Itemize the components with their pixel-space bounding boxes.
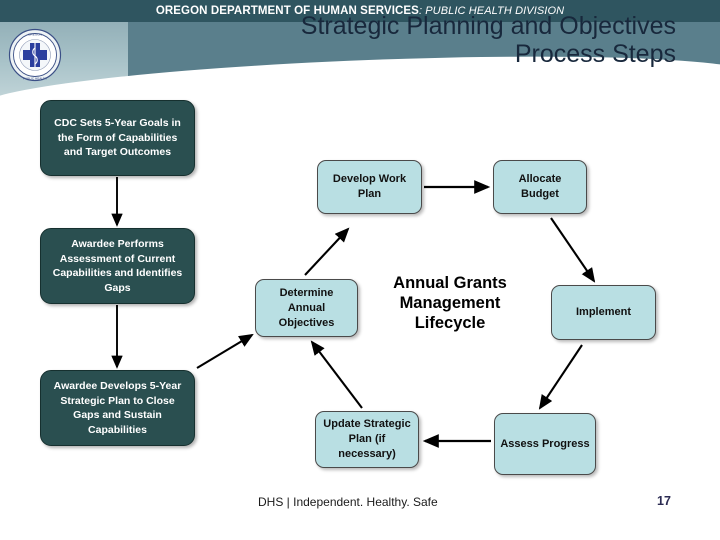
arrow-budget-to-implement bbox=[550, 217, 596, 283]
lifecycle-node-label: Develop Work Plan bbox=[332, 173, 407, 200]
arrow-update-to-objectives bbox=[310, 340, 363, 409]
lifecycle-node-implement[interactable]: Implement bbox=[551, 285, 656, 340]
process-step-awardee-assessment[interactable]: Awardee Performs Assessment of Current C… bbox=[40, 228, 195, 304]
arrow-plan-to-objectives bbox=[196, 333, 254, 369]
arrow-objectives-to-workplan bbox=[304, 227, 350, 276]
footer-tagline: DHS | Independent. Healthy. Safe bbox=[258, 495, 438, 509]
page-title: Strategic Planning and Objectives Proces… bbox=[116, 12, 676, 68]
process-step-awardee-strategic-plan[interactable]: Awardee Develops 5-Year Strategic Plan t… bbox=[40, 370, 195, 446]
lifecycle-node-label: Assess Progress bbox=[500, 437, 590, 450]
svg-text:PUBLIC HEALTH: PUBLIC HEALTH bbox=[23, 77, 47, 81]
process-step-label: Awardee Performs Assessment of Current C… bbox=[52, 238, 183, 294]
agency-division-name: : PUBLIC HEALTH DIVISION bbox=[418, 5, 565, 17]
lifecycle-center-label: Annual Grants Management Lifecycle bbox=[393, 274, 507, 332]
agency-top-bar bbox=[0, 0, 720, 22]
lifecycle-node-label: Determine Annual Objectives bbox=[278, 286, 335, 329]
process-step-cdc-goals[interactable]: CDC Sets 5-Year Goals in the Form of Cap… bbox=[40, 100, 195, 176]
process-step-label: Awardee Develops 5-Year Strategic Plan t… bbox=[53, 380, 182, 436]
lifecycle-node-update-strategic-plan[interactable]: Update Strategic Plan (if necessary) bbox=[315, 411, 419, 468]
page-title-line-2: Process Steps bbox=[514, 40, 676, 68]
process-step-label: CDC Sets 5-Year Goals in the Form of Cap… bbox=[54, 117, 181, 159]
agency-name-bold: OREGON DEPARTMENT OF HUMAN SERVICES bbox=[155, 5, 419, 17]
lifecycle-node-allocate-budget[interactable]: Allocate Budget bbox=[493, 160, 587, 214]
oregon-public-health-seal-icon: OREGON PUBLIC HEALTH bbox=[8, 28, 62, 82]
page-title-line-1: Strategic Planning and Objectives bbox=[300, 12, 676, 40]
lifecycle-node-label: Implement bbox=[575, 306, 631, 318]
lifecycle-node-develop-work-plan[interactable]: Develop Work Plan bbox=[317, 160, 422, 214]
title-banner bbox=[0, 22, 720, 96]
lifecycle-node-label: Update Strategic Plan (if necessary) bbox=[323, 418, 411, 460]
agency-name-text: OREGON DEPARTMENT OF HUMAN SERVICES: PUB… bbox=[0, 0, 720, 22]
lifecycle-node-determine-annual-objectives[interactable]: Determine Annual Objectives bbox=[255, 279, 358, 337]
svg-text:OREGON: OREGON bbox=[28, 32, 42, 36]
lifecycle-node-assess-progress[interactable]: Assess Progress bbox=[494, 413, 596, 475]
lifecycle-node-label: Allocate Budget bbox=[518, 173, 562, 200]
page-number: 17 bbox=[657, 494, 671, 508]
arrow-implement-to-assess bbox=[538, 344, 583, 410]
